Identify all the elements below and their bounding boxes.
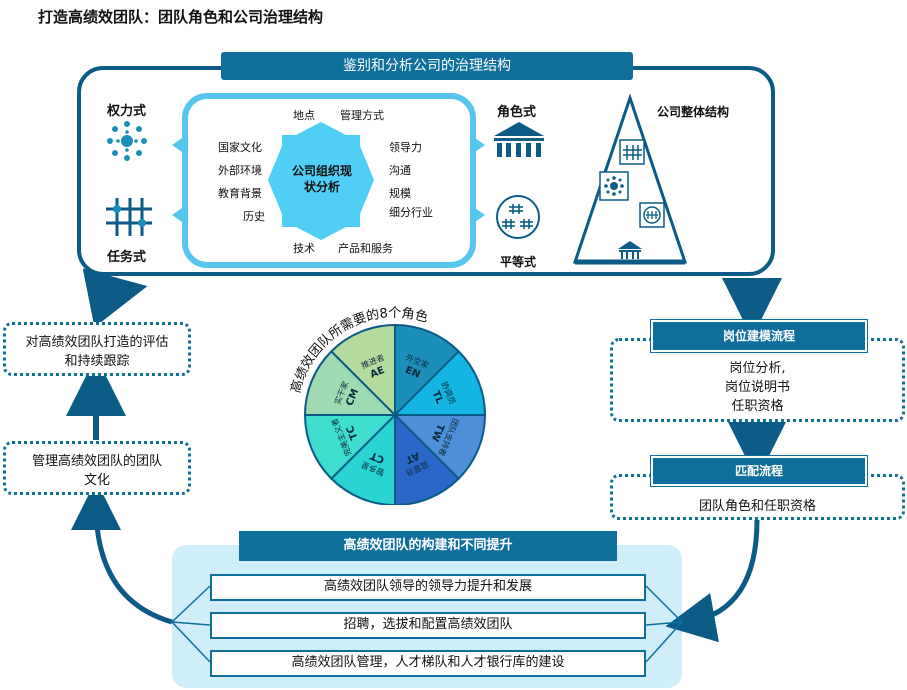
wheel-segment-tw: [392, 414, 487, 481]
factor-products: 产品和服务: [338, 242, 393, 255]
arrow-right-to-bottom: [665, 519, 760, 643]
factor-scale: 规模: [389, 187, 411, 200]
evaluate-box: 对高绩效团队打造的评估和持续跟踪: [3, 322, 191, 376]
bottom-item-management: 高绩效团队管理，人才梯队和人才银行库的建设: [210, 650, 646, 677]
role-label: 角色式: [497, 105, 537, 120]
wheel-segment-ct: [329, 412, 396, 505]
bottom-header: 高绩效团队的构建和不同提升: [239, 531, 617, 561]
culture-text: 管理高绩效团队的团队文化: [31, 454, 162, 488]
factor-location: 地点: [293, 109, 315, 122]
modeling-item-2: 岗位说明书: [724, 380, 790, 395]
wheel-segment-ae: [329, 323, 396, 418]
wheel-role-code: TL: [430, 389, 445, 406]
page-title: 打造高绩效团队：团队角色和公司治理结构: [38, 8, 324, 26]
wheel-segment-at: [394, 412, 461, 505]
factor-communication: 沟通: [389, 164, 411, 177]
culture-box: 管理高绩效团队的团队文化: [3, 441, 191, 495]
wheel-segment-cm: [303, 349, 398, 416]
power-icon: [107, 121, 147, 161]
governance-header: 鉴别和分析公司的治理结构: [221, 52, 633, 80]
modeling-header: 岗位建模流程: [651, 320, 867, 352]
team-roles-wheel: 外交家EN协调员TL团队支持者TW监督员AT智多星CT完美主义者TC实干家CM推…: [290, 306, 487, 505]
bottom-item-recruitment: 招聘，选拔和配置高绩效团队: [210, 612, 646, 639]
wheel-segment-en: [394, 323, 461, 418]
wheel-role-code: EN: [403, 365, 421, 381]
modeling-item-3: 任职资格: [731, 399, 784, 414]
factor-culture: 国家文化: [218, 141, 262, 154]
modeling-item-1: 岗位分析,: [729, 361, 786, 376]
task-label: 任务式: [107, 250, 147, 265]
factor-leadership: 领导力: [389, 141, 422, 154]
wheel-role-code: AT: [404, 450, 421, 466]
factor-technology: 技术: [293, 242, 315, 255]
equal-label: 平等式: [500, 255, 537, 269]
factor-management: 管理方式: [340, 109, 384, 122]
arrow-left-to-top: [82, 268, 148, 328]
factor-environment: 外部环境: [218, 164, 262, 177]
bottom-item-leadership: 高绩效团队领导的领导力提升和发展: [210, 574, 646, 601]
match-header: 匹配流程: [651, 456, 867, 486]
evaluate-text: 对高绩效团队打造的评估和持续跟踪: [25, 335, 169, 369]
org-analysis-label: 公司组织现状分析: [291, 164, 352, 194]
factor-history: 历史: [243, 210, 265, 223]
match-item: 团队角色和任职资格: [698, 499, 816, 514]
power-label: 权力式: [107, 104, 147, 119]
wheel-role-code: CT: [369, 449, 386, 465]
factor-education: 教育背景: [218, 187, 262, 200]
overall-structure-label: 公司整体结构: [657, 105, 730, 119]
wheel-segment-tc: [303, 414, 398, 481]
arrow-bottom-to-left: [71, 480, 173, 625]
arrow-top-to-right: [721, 277, 782, 338]
wheel-segment-tl: [392, 349, 487, 416]
governance-frame: [77, 66, 775, 276]
wheel-role-code: AE: [369, 365, 387, 381]
factor-industry: 细分行业: [389, 206, 433, 219]
wheel-role-code: TC: [345, 424, 361, 441]
role-icon: [494, 122, 544, 157]
